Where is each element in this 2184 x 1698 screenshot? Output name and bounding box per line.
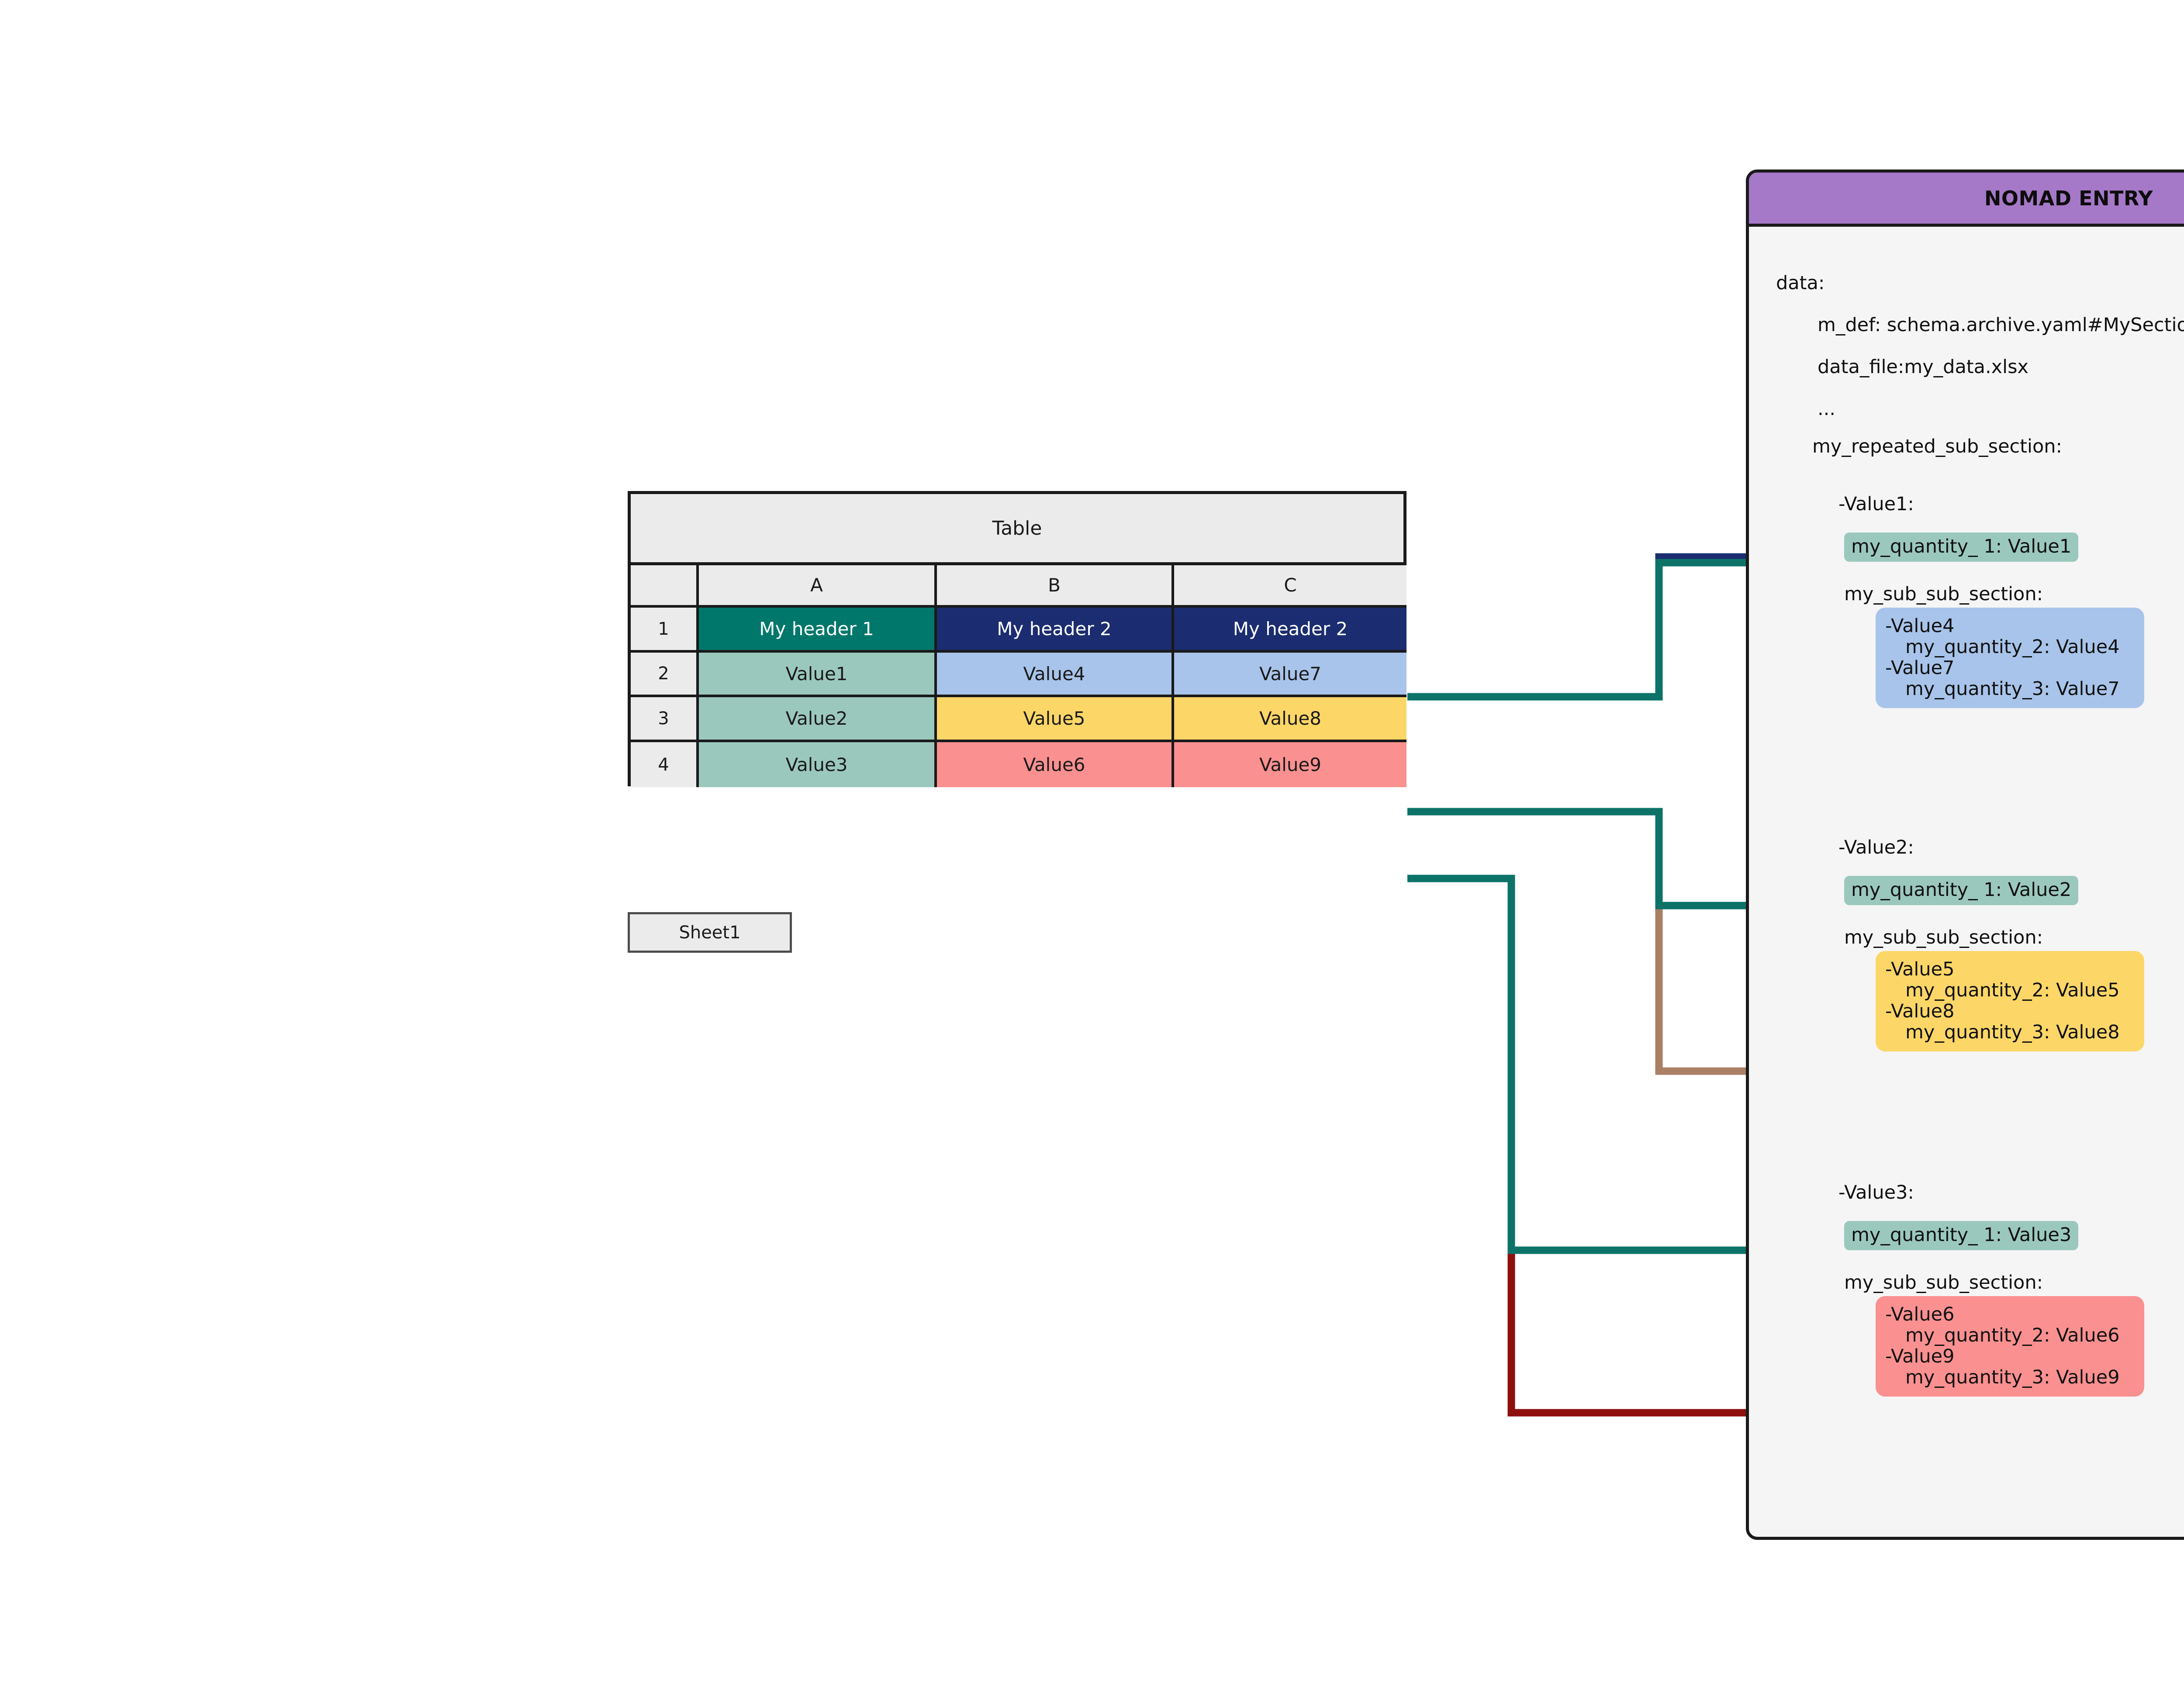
group-2-block-line-2: my_quantity_2: Value5 [1905,979,2120,1002]
group-1-block-line-3: -Value7 [1885,657,1955,679]
group-2-item-label: -Value2: [1838,837,1914,858]
cell-a3[interactable]: Value2 [699,697,937,742]
cell-b3[interactable]: Value5 [937,697,1174,742]
cell-a4[interactable]: Value3 [699,742,937,787]
group-2-block-line-3: -Value8 [1885,1000,1955,1023]
cell-c4[interactable]: Value9 [1174,742,1406,787]
row-number-3: 3 [631,697,699,742]
row-number-1: 1 [631,608,699,653]
yaml-ellipsis: ... [1818,398,1836,420]
group-2-block-line-4: my_quantity_3: Value8 [1905,1021,2120,1044]
cell-b4[interactable]: Value6 [937,742,1174,787]
group-3-subsection-label: my_sub_sub_section: [1844,1272,2043,1293]
cell-b2[interactable]: Value4 [937,653,1174,697]
group-1-block-line-2: my_quantity_2: Value4 [1905,636,2120,658]
cell-c1[interactable]: My header 2 [1174,608,1406,653]
row-number-2: 2 [631,653,699,697]
column-header-c: C [1174,565,1406,608]
group-3-block-line-3: -Value9 [1885,1345,1955,1368]
nomad-entry-panel: NOMAD ENTRY data: m_def: schema.archive.… [1746,169,2184,1540]
group-3-block-line-2: my_quantity_2: Value6 [1905,1325,2120,1347]
cell-c3[interactable]: Value8 [1174,697,1406,742]
column-header-b: B [937,565,1174,608]
yaml-m-def: m_def: schema.archive.yaml#MySection [1818,314,2184,336]
cell-b1[interactable]: My header 2 [937,608,1174,653]
group-2-quantity-chip: my_quantity_ 1: Value2 [1844,876,2079,905]
panel-body: data: m_def: schema.archive.yaml#MySecti… [1749,227,2184,1537]
yaml-root: data: [1776,272,1825,294]
yaml-repeated-section: my_repeated_sub_section: [1812,436,2063,457]
row-number-4: 4 [631,742,699,787]
group-2-block-line-1: -Value5 [1885,958,1955,980]
group-3-block-line-1: -Value6 [1885,1304,1955,1325]
table-grid: A B C 1 My header 1 My header 2 My heade… [631,565,1406,787]
group-3-block: -Value6 my_quantity_2: Value6 -Value9 my… [1876,1296,2144,1397]
yaml-data-file: data_file:my_data.xlsx [1818,356,2028,378]
cell-a2[interactable]: Value1 [699,653,937,697]
group-1-quantity-chip: my_quantity_ 1: Value1 [1844,533,2079,562]
group-2-block: -Value5 my_quantity_2: Value5 -Value8 my… [1876,951,2144,1051]
group-1-subsection-label: my_sub_sub_section: [1844,583,2043,605]
column-header-a: A [699,565,937,608]
corner-cell [631,565,699,608]
sheet-tab-sheet1[interactable]: Sheet1 [628,912,792,953]
table-title: Table [631,494,1403,565]
group-1-block: -Value4 my_quantity_2: Value4 -Value7 my… [1876,608,2144,708]
group-3-quantity-chip: my_quantity_ 1: Value3 [1844,1221,2079,1250]
group-3-item-label: -Value3: [1838,1182,1914,1203]
group-2-subsection-label: my_sub_sub_section: [1844,927,2043,948]
group-3-block-line-4: my_quantity_3: Value9 [1905,1366,2120,1389]
cell-a1[interactable]: My header 1 [699,608,937,653]
spreadsheet-table: Table A B C 1 My header 1 My header 2 My… [628,491,1406,787]
group-1-item-label: -Value1: [1838,493,1914,515]
group-1-block-line-4: my_quantity_3: Value7 [1905,678,2120,700]
group-1-block-line-1: -Value4 [1885,615,1955,637]
cell-c2[interactable]: Value7 [1174,653,1406,697]
panel-title: NOMAD ENTRY [1749,173,2184,227]
